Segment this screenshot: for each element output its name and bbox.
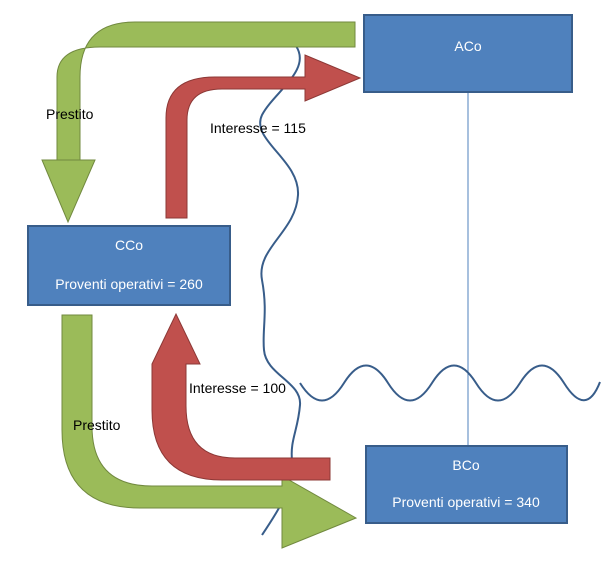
vertical-wave-line xyxy=(259,45,302,536)
aco-box xyxy=(363,14,573,93)
horizontal-wave-line xyxy=(299,364,601,402)
bco-title: BCo xyxy=(452,457,479,473)
loan-label-cco-to-bco: Prestito xyxy=(73,417,121,433)
interest-label-bco-to-cco: Interesse = 100 xyxy=(189,380,286,396)
aco-node: ACo xyxy=(363,14,573,93)
cco-revenue: Proventi operativi = 260 xyxy=(55,276,203,292)
interest-arrow-cco-to-aco xyxy=(165,54,362,219)
loan-label-aco-to-cco: Prestito xyxy=(46,106,94,122)
loan-arrow-cco-to-bco xyxy=(61,314,358,549)
aco-title: ACo xyxy=(454,38,481,54)
interest-arrow-bco-to-cco xyxy=(151,312,331,481)
bco-revenue: Proventi operativi = 340 xyxy=(392,494,540,510)
cco-box xyxy=(27,225,231,306)
cco-title: CCo xyxy=(115,237,143,253)
bco-box xyxy=(365,445,568,524)
loan-arrow-aco-to-cco xyxy=(41,21,356,224)
interest-label-cco-to-aco: Interesse = 115 xyxy=(210,120,306,136)
bco-node: BCo Proventi operativi = 340 xyxy=(365,445,568,524)
cco-node: CCo Proventi operativi = 260 xyxy=(27,225,231,306)
